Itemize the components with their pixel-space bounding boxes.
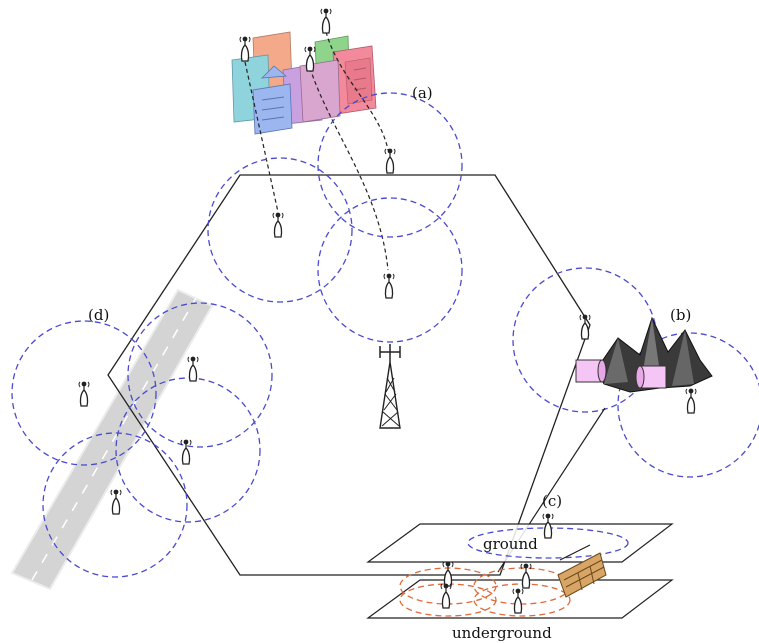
- antenna-icon: [520, 562, 532, 589]
- tunnel-icon: [575, 359, 667, 389]
- link-a3: [325, 31, 389, 151]
- antenna-icon: [78, 380, 90, 407]
- cluster-d: [11, 302, 273, 578]
- ground-plane: [366, 512, 674, 563]
- antenna-icon: [579, 313, 591, 340]
- antenna-icon: [180, 438, 192, 465]
- label-b: (b): [670, 306, 691, 324]
- label-underground: underground: [452, 624, 552, 642]
- antenna-icon: [187, 355, 199, 382]
- cluster-a: [207, 92, 463, 343]
- label-a: (a): [412, 84, 433, 102]
- antenna-icon: [239, 35, 251, 62]
- label-c: (c): [542, 492, 562, 510]
- antenna-icon: [110, 488, 122, 515]
- road: [10, 288, 214, 591]
- link-a1: [244, 61, 279, 213]
- shaft-line: [559, 544, 591, 561]
- link-a2: [309, 67, 389, 271]
- antenna-icon: [320, 7, 332, 34]
- tower-icon: [379, 344, 401, 429]
- antenna-icon: [304, 45, 316, 72]
- antenna-icon: [272, 211, 284, 238]
- label-ground: ground: [483, 535, 538, 553]
- macro-cell-hexagon: [107, 174, 591, 576]
- antenna-icon: [383, 272, 395, 299]
- city-buildings-icon: [231, 31, 377, 135]
- antenna-icon: [685, 387, 697, 414]
- antenna-icon: [384, 147, 396, 174]
- antenna-icon: [442, 560, 454, 587]
- label-d: (d): [88, 306, 109, 324]
- underground-plane: [366, 560, 674, 619]
- mine-cart-icon: [557, 552, 607, 598]
